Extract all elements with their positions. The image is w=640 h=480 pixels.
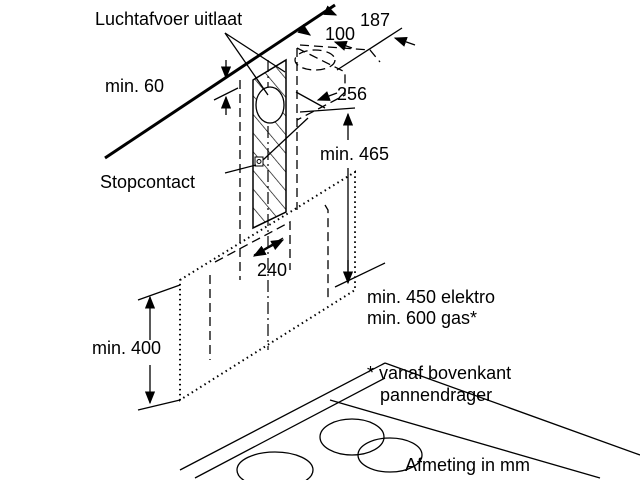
min-465-label: min. 465 bbox=[320, 144, 389, 164]
duct-outline bbox=[209, 44, 381, 360]
burner bbox=[357, 437, 423, 473]
ceiling-line bbox=[104, 3, 336, 160]
dim-256-label: 256 bbox=[337, 84, 367, 104]
air-outlet-circle bbox=[255, 86, 285, 124]
dimension-lines bbox=[137, 5, 416, 411]
dim-100-label: 100 bbox=[325, 24, 355, 44]
socket-icon bbox=[254, 156, 264, 167]
min-600-label: min. 600 gas* bbox=[367, 308, 477, 328]
dim-240-label: 240 bbox=[257, 260, 287, 280]
socket-hole bbox=[256, 159, 262, 164]
hood-outline bbox=[179, 170, 356, 402]
dim-187-label: 187 bbox=[360, 10, 390, 30]
min-60-label: min. 60 bbox=[105, 76, 164, 96]
min-450-label: min. 450 elektro bbox=[367, 287, 495, 307]
hob bbox=[179, 362, 640, 480]
footnote-line-1: * vanaf bovenkant bbox=[367, 363, 511, 383]
air-outlet-label: Luchtafvoer uitlaat bbox=[95, 9, 242, 29]
units-label: Afmeting in mm bbox=[405, 455, 530, 475]
footnote-line-2: pannendrager bbox=[380, 385, 492, 405]
socket-label: Stopcontact bbox=[100, 172, 195, 192]
burner bbox=[319, 418, 385, 456]
min-400-label: min. 400 bbox=[92, 338, 161, 358]
burner bbox=[236, 451, 314, 480]
